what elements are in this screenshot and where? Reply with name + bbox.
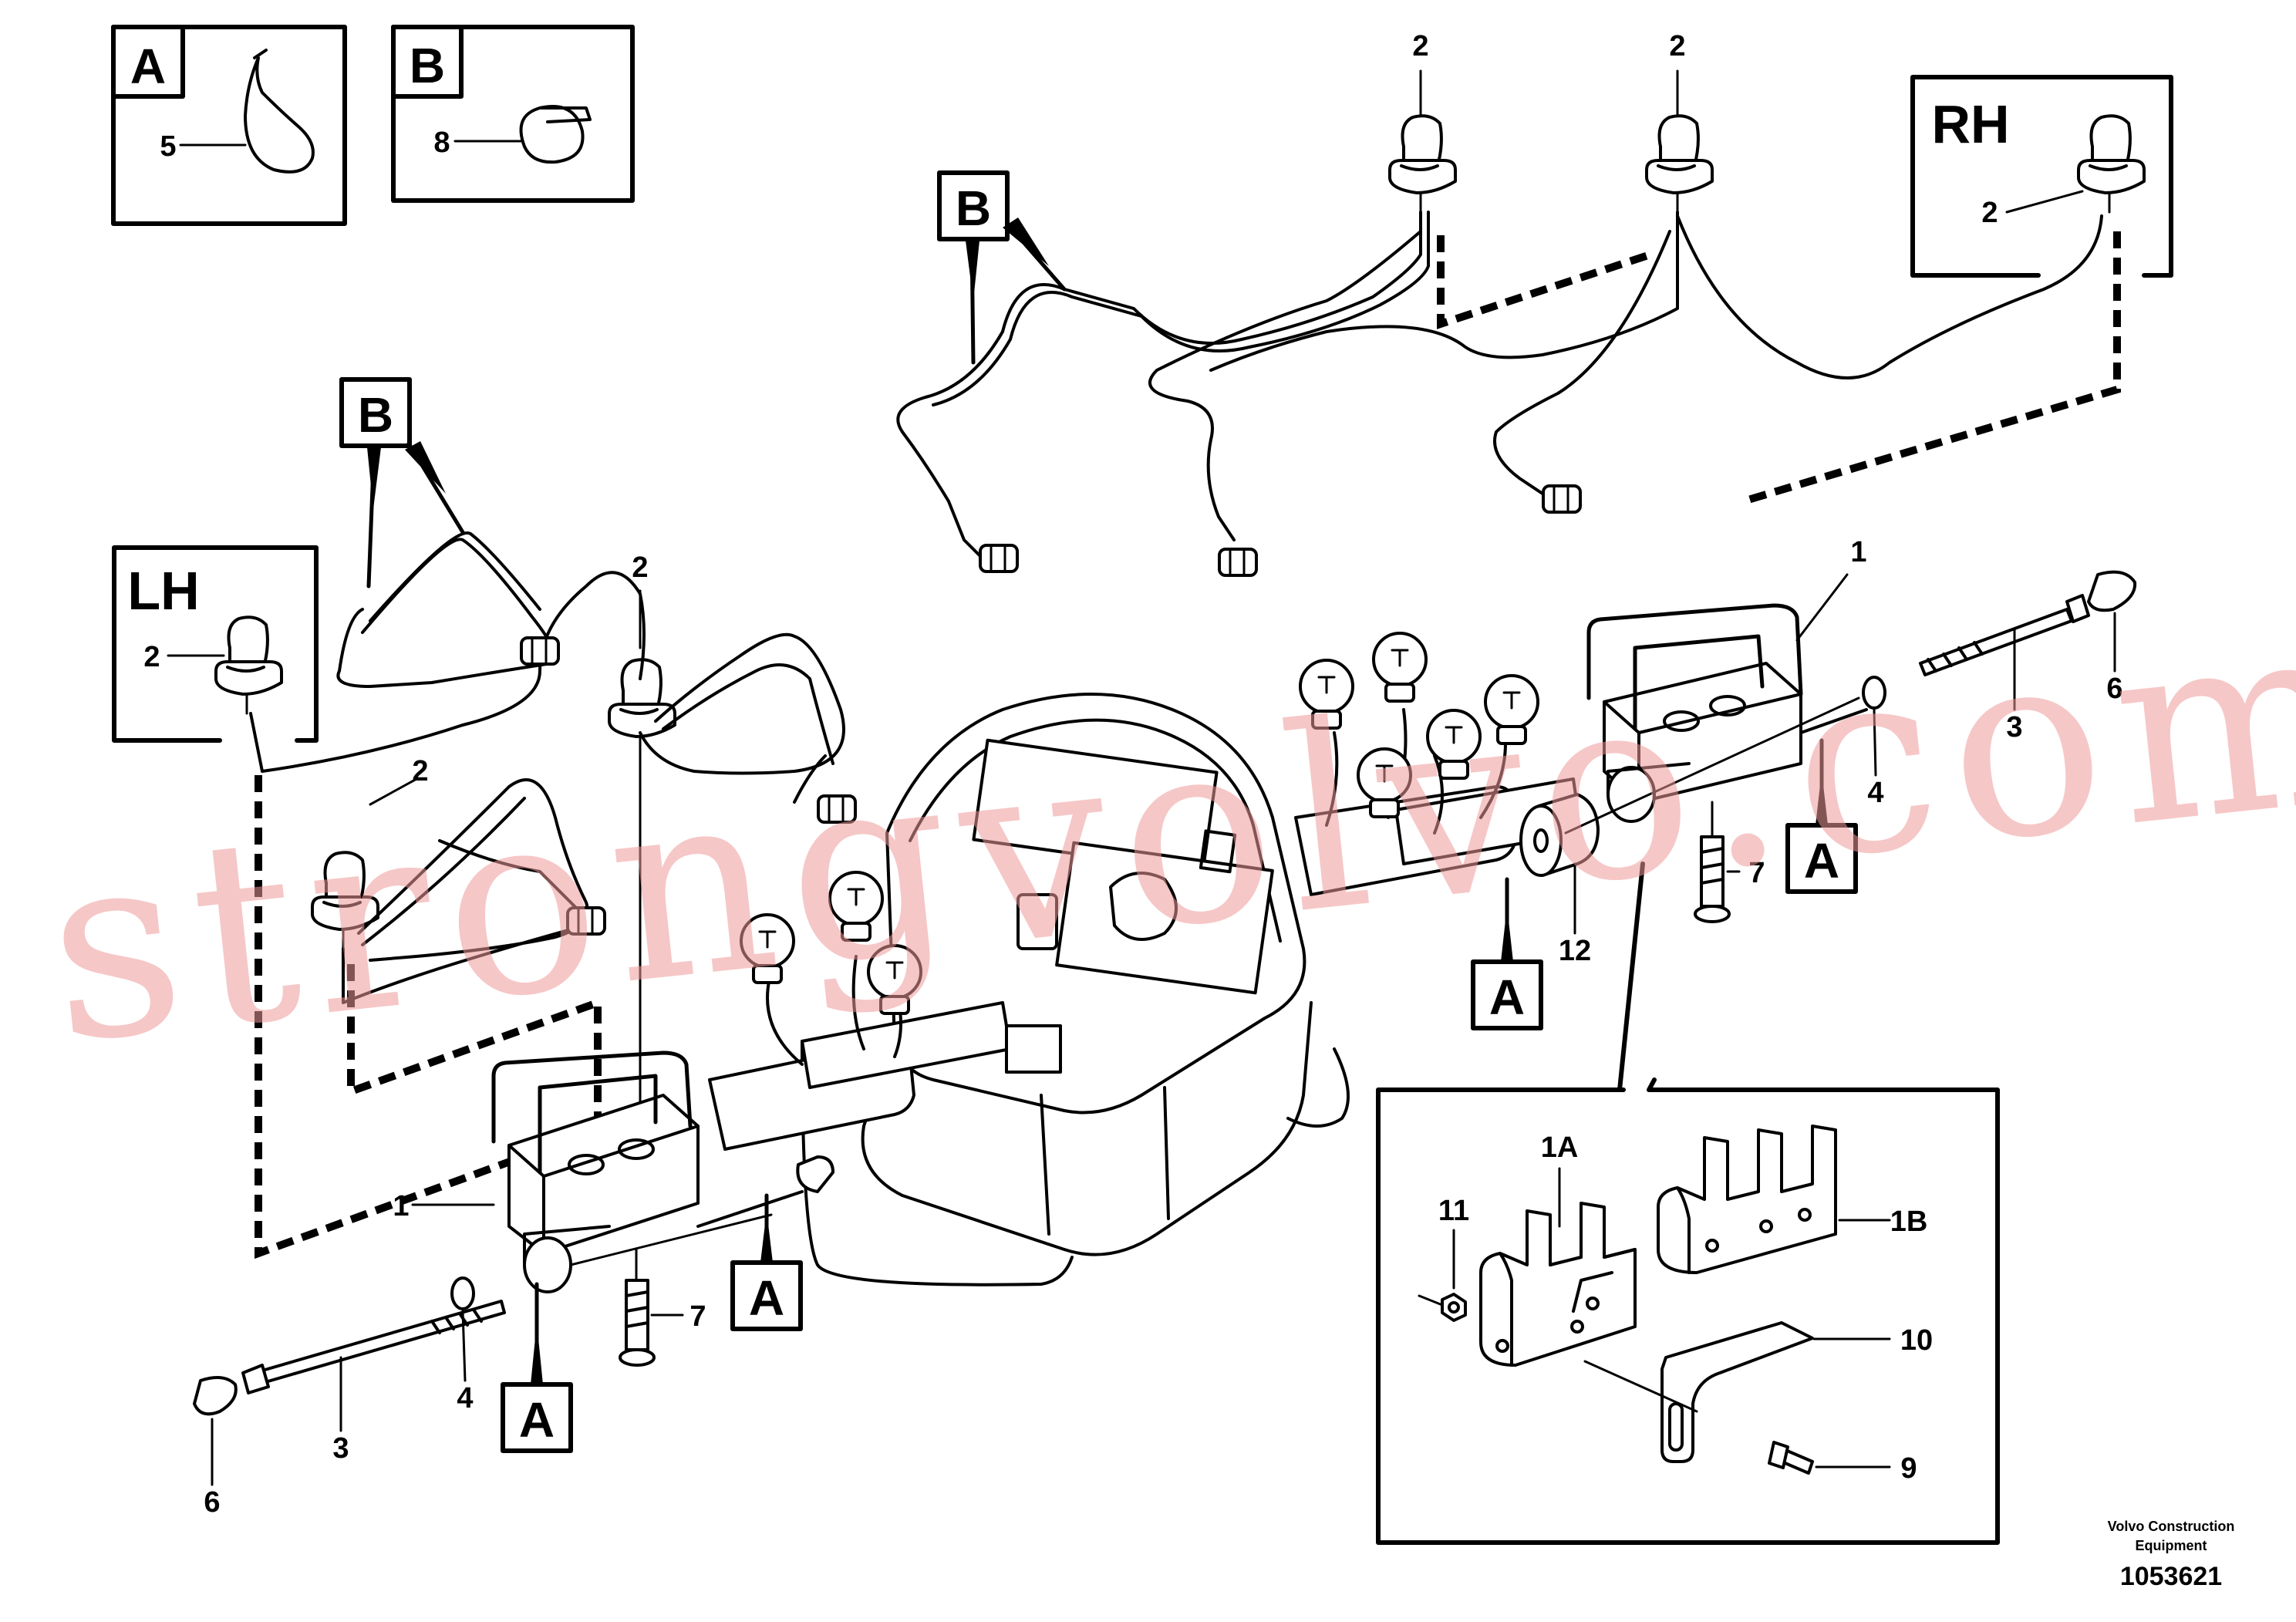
callout-2-mid: 2 <box>632 551 648 584</box>
detail-box-a: A 5 <box>111 25 347 226</box>
callout-2-top-a: 2 <box>1412 30 1428 62</box>
detail-b-letter: B <box>410 38 445 93</box>
bolt-left: 3 4 6 <box>193 1276 506 1519</box>
callout-9: 9 <box>1900 1452 1917 1485</box>
brand-line-2: Equipment <box>2136 1538 2207 1553</box>
joystick-group-right <box>1294 632 1583 896</box>
switch-top-left: 2 <box>1388 30 1457 214</box>
lh-box: LH 2 <box>112 545 319 743</box>
harness-top <box>896 211 2121 577</box>
nut-11: 11 <box>1418 1195 1469 1322</box>
callout-11: 11 <box>1438 1195 1469 1227</box>
callout-1b: 1B <box>1890 1206 1928 1238</box>
footer: Volvo Construction Equipment 1053621 <box>2108 1519 2235 1591</box>
callout-5: 5 <box>160 130 176 163</box>
label-a-right-center: A <box>1471 877 1543 1030</box>
callout-4-right: 4 <box>1867 777 1883 809</box>
callout-8: 8 <box>433 126 450 159</box>
callout-3-right: 3 <box>2006 711 2022 744</box>
callout-3-left: 3 <box>332 1432 349 1465</box>
label-b-top: B <box>937 170 1067 365</box>
label-a-left-bottom: A <box>501 1282 573 1453</box>
switch-top-right: 2 <box>1645 30 1714 214</box>
harness-left <box>249 531 857 1259</box>
lh-label: LH <box>127 561 199 621</box>
callout-10: 10 <box>1900 1324 1933 1357</box>
callout-2-lh: 2 <box>143 641 160 673</box>
switch-lh <box>214 615 283 715</box>
brand-line-1: Volvo Construction <box>2108 1519 2235 1534</box>
callout-6-left: 6 <box>204 1486 220 1519</box>
callout-1a: 1A <box>1541 1131 1579 1164</box>
svg-text:A: A <box>519 1392 555 1448</box>
bolt-right: 3 4 6 <box>1862 570 2137 809</box>
label-b-left: B <box>339 377 465 588</box>
bracket-part-1a: 1A <box>1479 1131 1637 1367</box>
callout-2-rh: 2 <box>1981 197 1998 229</box>
callout-7-right: 7 <box>1748 857 1765 889</box>
svg-text:B: B <box>956 180 991 236</box>
detail-box-b: B 8 <box>391 25 635 203</box>
callout-6-right: 6 <box>2106 673 2122 705</box>
joystick-group-left <box>708 871 1062 1193</box>
callout-1-right: 1 <box>1850 536 1866 568</box>
switch-low-left: 2 <box>311 755 429 950</box>
drawing-number: 1053621 <box>2120 1562 2222 1591</box>
bracket-part-1b: 1B <box>1657 1125 1928 1274</box>
svg-text:B: B <box>358 387 393 443</box>
label-a-right: A <box>1785 738 1858 894</box>
callout-12: 12 <box>1559 935 1591 967</box>
callout-2-low: 2 <box>412 755 428 787</box>
rh-label: RH <box>1931 94 2009 154</box>
svg-text:A: A <box>1804 833 1839 889</box>
rh-box: RH 2 <box>1910 75 2173 278</box>
switch-rh <box>2077 114 2146 214</box>
label-a-left-center: A <box>730 1193 803 1331</box>
p-clamp-icon <box>519 105 592 164</box>
bracket-plate-10: 10 <box>1660 1321 1933 1463</box>
callout-1-left: 1 <box>393 1190 409 1222</box>
screw-9: 9 <box>1583 1360 1917 1485</box>
callout-4-left: 4 <box>457 1382 473 1415</box>
bracket-right: 12 1 7 <box>1519 536 1868 967</box>
detail-box-bracket: 1A 1B 10 9 <box>1376 862 2000 1545</box>
callout-7-left: 7 <box>689 1300 706 1333</box>
detail-a-letter: A <box>130 39 166 94</box>
svg-text:A: A <box>749 1270 784 1326</box>
callout-2-top-b: 2 <box>1669 30 1685 62</box>
cable-tie-icon <box>244 49 315 174</box>
svg-text:A: A <box>1489 969 1525 1025</box>
bracket-left: 1 7 <box>393 1050 804 1367</box>
